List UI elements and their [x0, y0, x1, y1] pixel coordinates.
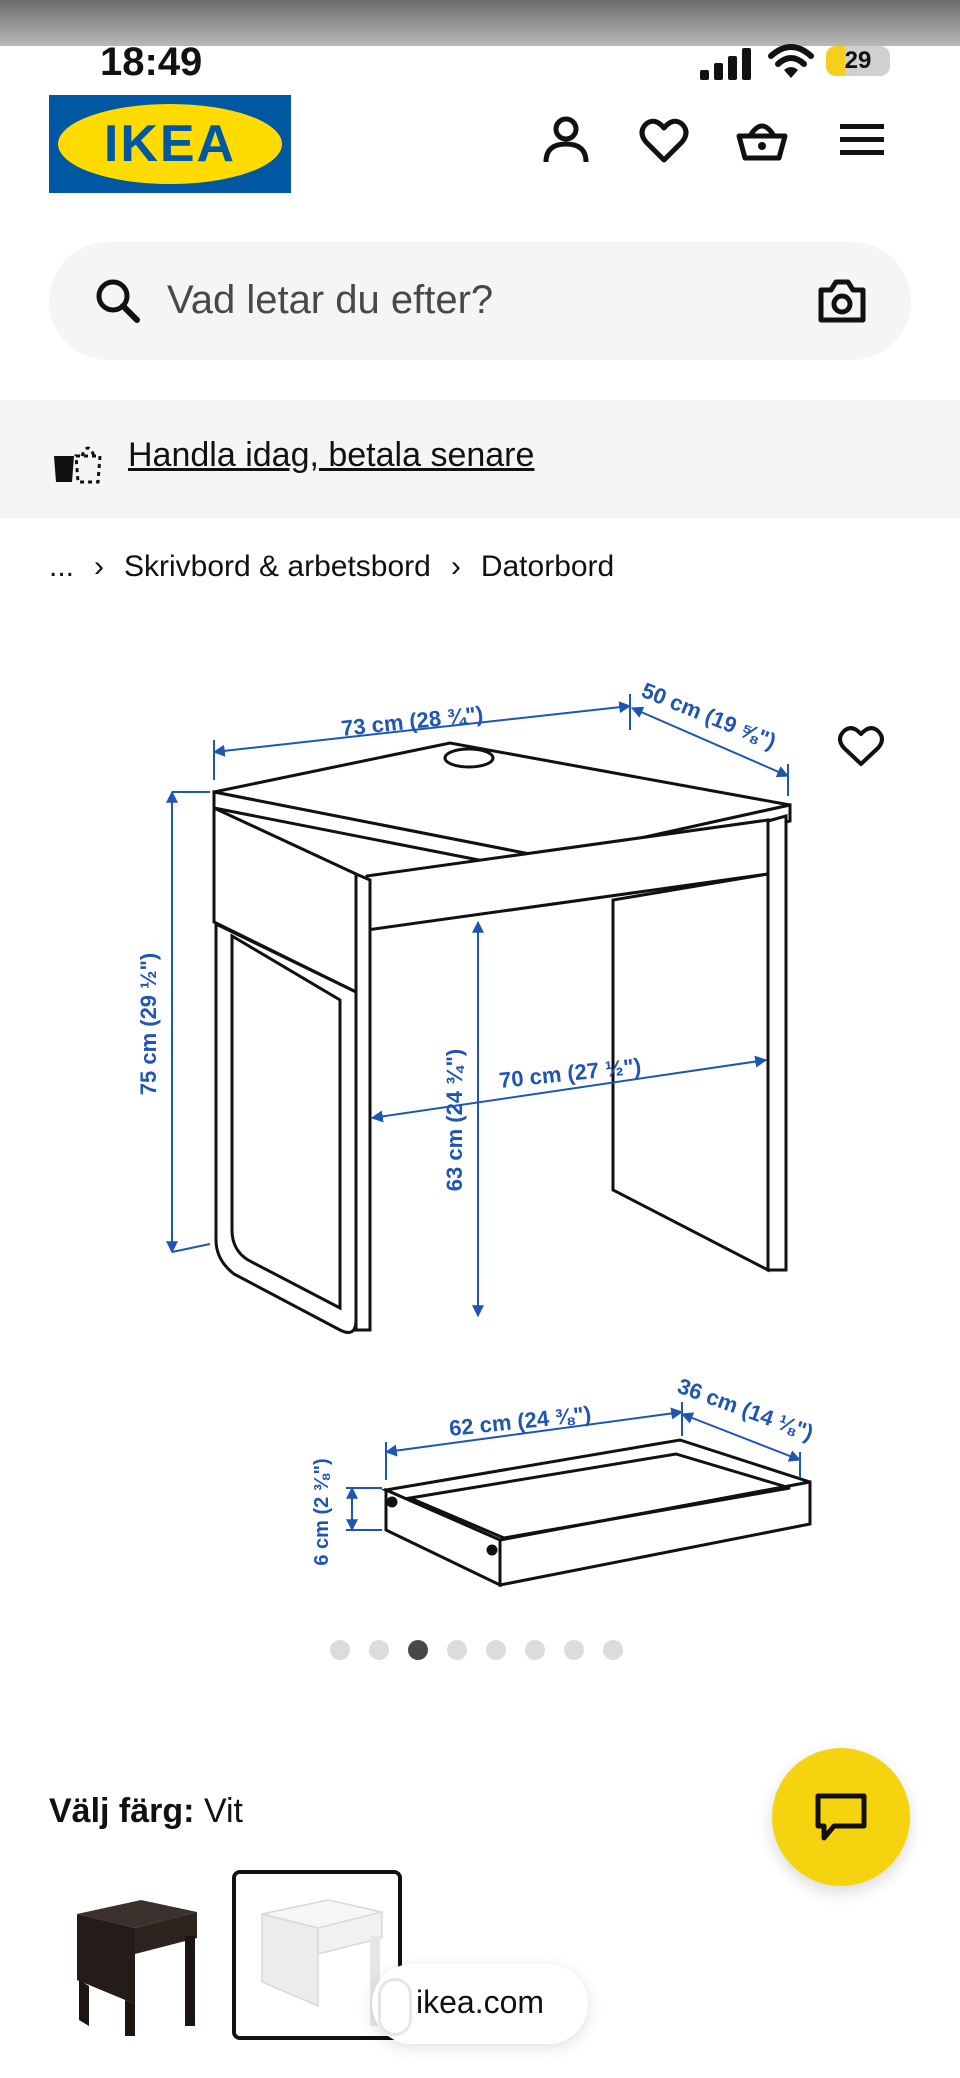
page-loading-ring	[378, 1978, 412, 2036]
promo-banner: Handla idag, betala senare	[0, 400, 960, 518]
carousel-dot[interactable]	[486, 1640, 506, 1660]
battery-indicator: 29	[826, 46, 890, 76]
color-swatch-white[interactable]	[232, 1870, 402, 2040]
browser-url: ikea.com	[416, 1984, 545, 2020]
carousel-dot[interactable]	[447, 1640, 467, 1660]
battery-fill	[826, 46, 845, 76]
shopping-bag-icon	[54, 446, 102, 484]
top-fade	[0, 0, 960, 46]
site-header: IKEA	[0, 90, 960, 210]
dim-drawer-depth: 36 cm (14 ⅛")	[674, 1373, 816, 1445]
dim-leg-height: 63 cm (24 ¾")	[442, 1049, 467, 1192]
dim-desk-width: 73 cm (28 ¾")	[340, 701, 484, 741]
search-icon	[96, 279, 140, 323]
color-label-prefix: Välj färg:	[49, 1792, 195, 1830]
status-time: 18:49	[100, 40, 203, 84]
wifi-icon	[768, 44, 814, 78]
search-input[interactable]: Vad letar du efter?	[167, 278, 494, 322]
desk-drawing	[212, 741, 792, 1334]
breadcrumb: ... › Skrivbord & arbetsbord › Datorbord	[49, 550, 614, 584]
battery-level: 29	[844, 47, 872, 74]
status-bar: 18:49 29	[0, 40, 960, 90]
breadcrumb-ellipsis[interactable]: ...	[49, 550, 75, 583]
logo-text: IKEA	[104, 115, 236, 173]
dim-drawer-height: 6 cm (2 ⅜")	[311, 1458, 333, 1565]
favorite-heart-icon[interactable]	[836, 722, 886, 768]
heart-icon[interactable]	[638, 114, 690, 166]
pay-later-link[interactable]: Handla idag, betala senare	[128, 436, 535, 474]
camera-icon[interactable]	[817, 276, 867, 324]
dim-desk-height: 75 cm (29 ½")	[136, 953, 161, 1096]
chat-button[interactable]	[772, 1748, 910, 1886]
breadcrumb-item-desks[interactable]: Skrivbord & arbetsbord	[124, 550, 431, 583]
dim-drawer-width: 62 cm (24 ⅜")	[448, 1401, 592, 1441]
dim-leg-width: 70 cm (27 ½")	[498, 1053, 642, 1093]
breadcrumb-separator: ›	[450, 550, 461, 583]
menu-icon[interactable]	[836, 114, 888, 166]
carousel-dot[interactable]	[603, 1640, 623, 1660]
basket-icon[interactable]	[736, 114, 788, 166]
chat-bubble-icon	[815, 1793, 867, 1841]
color-swatch-black-brown[interactable]	[49, 1870, 215, 2036]
dimension-lines	[166, 694, 802, 1532]
product-dimension-image[interactable]: 73 cm (28 ¾") 50 cm (19 ⅝") 75 cm (29 ½"…	[120, 640, 840, 1620]
browser-address-pill[interactable]: ikea.com	[372, 1964, 588, 2044]
carousel-indicator	[330, 1640, 630, 1660]
carousel-dot[interactable]	[369, 1640, 389, 1660]
color-selector-label: Välj färg: Vit	[49, 1792, 243, 1831]
user-icon[interactable]	[540, 114, 592, 166]
selected-color: Vit	[203, 1792, 244, 1830]
carousel-dot[interactable]	[564, 1640, 584, 1660]
search-bar[interactable]: Vad letar du efter?	[49, 242, 911, 360]
breadcrumb-separator: ›	[94, 550, 105, 583]
carousel-dot[interactable]	[408, 1640, 428, 1660]
carousel-dot[interactable]	[330, 1640, 350, 1660]
carousel-dot[interactable]	[525, 1640, 545, 1660]
cellular-signal-icon	[700, 48, 751, 80]
breadcrumb-item-computer-desks[interactable]: Datorbord	[480, 550, 615, 583]
drawer-drawing	[380, 1438, 812, 1588]
ikea-logo[interactable]: IKEA	[49, 95, 291, 193]
